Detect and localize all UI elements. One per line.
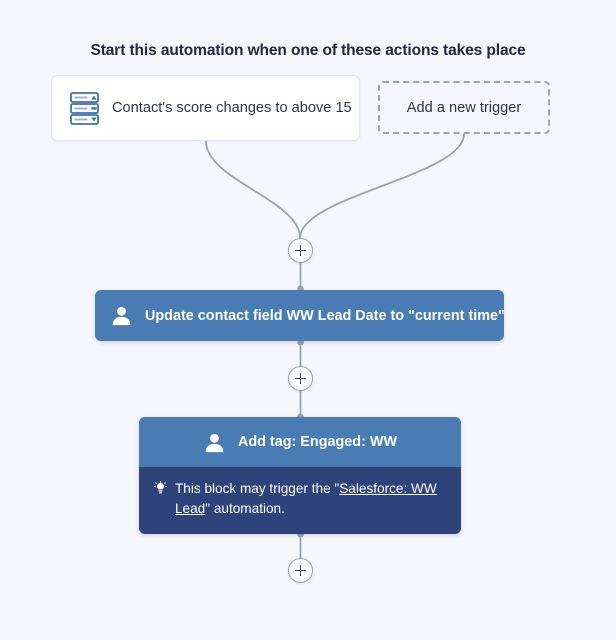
note-suffix: " automation. [205,500,285,516]
wire-trigger1-to-plus1 [205,140,301,239]
lightbulb-icon [154,481,167,494]
action-block-header[interactable]: Add tag: Engaged: WW [139,417,461,467]
salesforce-automation-link[interactable]: Salesforce: WW Lead [175,481,437,516]
score-icon [70,91,99,125]
plus-icon [295,373,306,384]
add-step-button-2[interactable] [288,366,313,391]
person-icon [205,433,224,452]
plus-icon [295,565,306,576]
trigger-label-contact-score: Contact's score changes to above 15 [112,100,352,116]
trigger-card-contact-score[interactable]: Contact's score changes to above 15 [51,75,360,141]
add-step-button-3[interactable] [288,558,313,583]
note-prefix: This block may trigger the " [175,481,340,496]
action-block-add-tag[interactable]: Add tag: Engaged: WW This block may trig… [139,417,461,534]
person-icon [112,306,131,326]
action-note-text: This block may trigger the "Salesforce: … [175,479,444,518]
action-label-update-contact-field: Update contact field WW Lead Date to "cu… [145,307,504,324]
action-note: This block may trigger the "Salesforce: … [139,467,461,518]
wire-trigger2-to-plus1 [299,133,465,239]
add-new-trigger-button[interactable]: Add a new trigger [378,81,550,134]
plus-icon [295,245,306,256]
page-title: Start this automation when one of these … [90,42,526,59]
action-block-update-contact-field[interactable]: Update contact field WW Lead Date to "cu… [95,290,504,341]
action-label-add-tag: Add tag: Engaged: WW [237,434,398,450]
add-new-trigger-label: Add a new trigger [406,99,522,116]
add-step-button-1[interactable] [288,238,313,263]
